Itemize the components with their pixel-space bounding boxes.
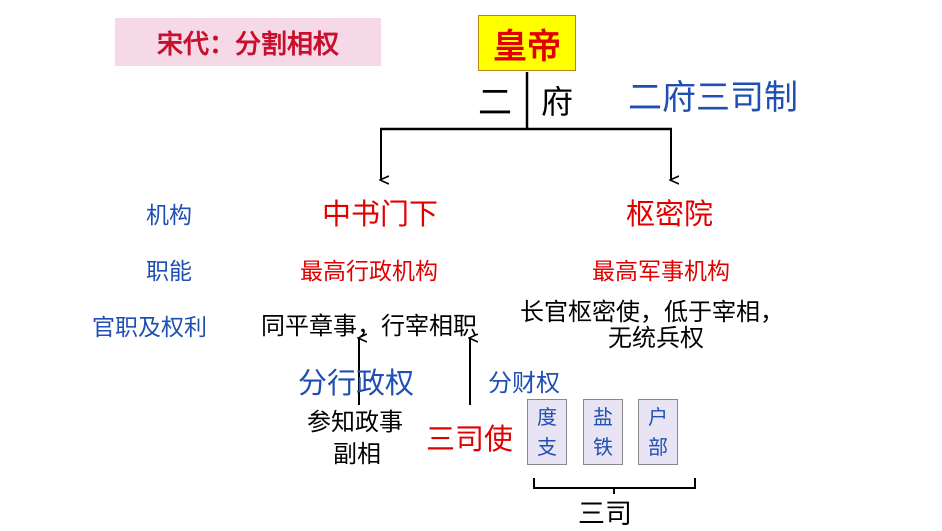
zhongshu-name: 中书门下 — [322, 197, 439, 231]
shumi-official-line2: 无统兵权 — [608, 324, 704, 352]
emperor-box: 皇帝 — [478, 15, 576, 71]
canzhi-line1: 参知政事 — [307, 408, 403, 436]
sansi-box-char: 部 — [648, 435, 668, 459]
row-label-org: 机构 — [146, 203, 192, 229]
sansi-shi-label: 三司使 — [426, 422, 514, 456]
sansi-brace — [533, 478, 696, 494]
er-label: 二 — [478, 83, 512, 123]
zhongshu-official: 同平章事，行宰相职 — [261, 312, 477, 340]
canzhi-line2: 副相 — [333, 440, 381, 468]
divide-admin-label: 分行政权 — [298, 366, 415, 400]
sansi-box-char: 度 — [537, 405, 557, 429]
sansi-box-char: 铁 — [593, 435, 613, 459]
sansi-box-duzhi: 度 支 — [527, 399, 567, 465]
sansi-box-char: 户 — [648, 405, 668, 429]
sansi-box-yantie: 盐 铁 — [583, 399, 623, 465]
page-title: 宋代：分割相权 — [115, 18, 381, 66]
row-label-function: 职能 — [146, 259, 192, 285]
system-name: 二府三司制 — [628, 78, 798, 118]
shumi-function: 最高军事机构 — [592, 259, 730, 285]
zhongshu-function: 最高行政机构 — [300, 259, 438, 285]
sansi-label: 三司 — [578, 499, 632, 530]
divide-finance-label: 分财权 — [488, 369, 560, 397]
sansi-box-char: 盐 — [593, 405, 613, 429]
row-label-official: 官职及权利 — [92, 315, 207, 341]
sansi-box-hubu: 户 部 — [638, 399, 678, 465]
sansi-box-char: 支 — [537, 435, 557, 459]
fu-label: 府 — [541, 83, 574, 121]
shumi-name: 枢密院 — [626, 197, 714, 231]
shumi-official-line1: 长官枢密使，低于宰相， — [520, 298, 784, 326]
